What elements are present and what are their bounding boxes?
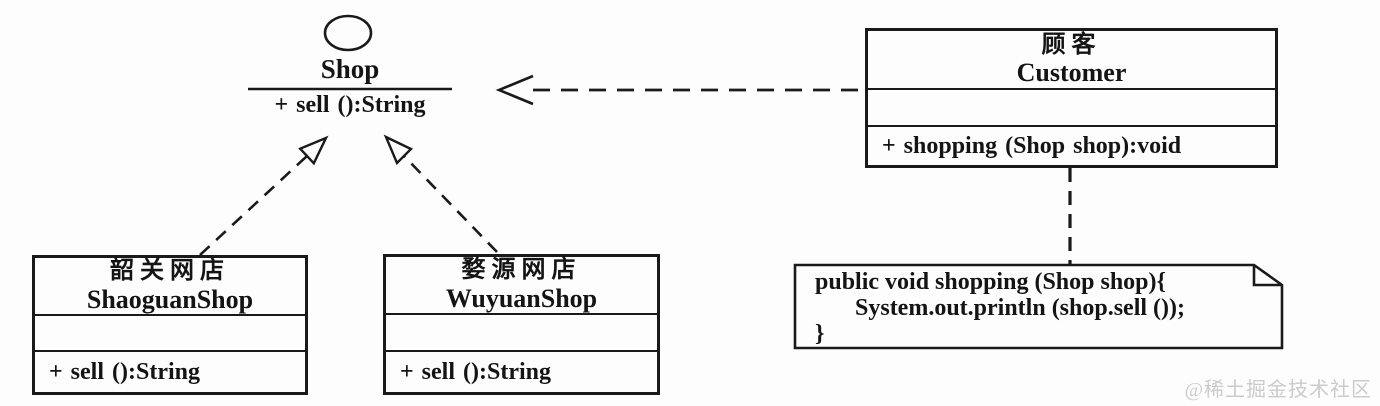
class-name-zh: 顾客 [1041, 31, 1102, 58]
class-box-shaoguan-shop: 韶关网店 ShaoguanShop + sell ():String [32, 255, 308, 395]
class-name-compartment: 顾客 Customer [868, 31, 1275, 88]
class-attributes-compartment [35, 314, 305, 350]
dependency-arrow-customer-to-shop [495, 74, 865, 106]
class-operations-compartment: + shopping (Shop shop):void [868, 125, 1275, 165]
interface-shop-operation: + sell ():String [274, 92, 426, 118]
hollow-triangle-arrowhead-icon [383, 134, 414, 166]
class-operation: + shopping (Shop shop):void [882, 132, 1182, 159]
class-attributes-compartment [868, 88, 1275, 125]
class-attributes-compartment [386, 313, 657, 350]
class-name-zh: 婺源网店 [461, 257, 582, 283]
class-operations-compartment: + sell ():String [386, 350, 657, 392]
class-name-compartment: 婺源网店 WuyuanShop [386, 257, 657, 313]
realization-arrow-shaoguan-to-shop [199, 135, 329, 256]
class-box-customer: 顾客 Customer + shopping (Shop shop):void [865, 28, 1278, 168]
open-arrowhead-icon [495, 74, 534, 106]
note-dog-ear-icon [1252, 265, 1282, 287]
class-name-en: Customer [1016, 58, 1127, 88]
note-code-line: } [815, 321, 825, 347]
class-operation: + sell ():String [400, 358, 551, 385]
class-name-en: ShaoguanShop [86, 284, 254, 314]
uml-note-code: public void shopping (Shop shop){ System… [795, 269, 1275, 347]
class-name-zh: 韶关网店 [110, 258, 230, 284]
class-box-wuyuan-shop: 婺源网店 WuyuanShop + sell ():String [383, 254, 660, 395]
note-code-line: public void shopping (Shop shop){ [815, 269, 1166, 295]
class-name-compartment: 韶关网店 ShaoguanShop [35, 258, 305, 314]
watermark-juejin-community: @稀土掘金技术社区 [1184, 379, 1372, 401]
class-operations-compartment: + sell ():String [35, 350, 305, 392]
uml-note-shape [793, 263, 1284, 350]
class-operation: + sell ():String [49, 358, 200, 385]
note-code-line: System.out.println (shop.sell ()); [855, 295, 1186, 321]
hollow-triangle-arrowhead-icon [298, 135, 329, 166]
interface-shop-name: Shop [320, 54, 380, 84]
interface-lollipop-icon [323, 14, 373, 52]
class-name-en: WuyuanShop [445, 283, 598, 313]
realization-arrow-wuyuan-to-shop [383, 134, 498, 253]
